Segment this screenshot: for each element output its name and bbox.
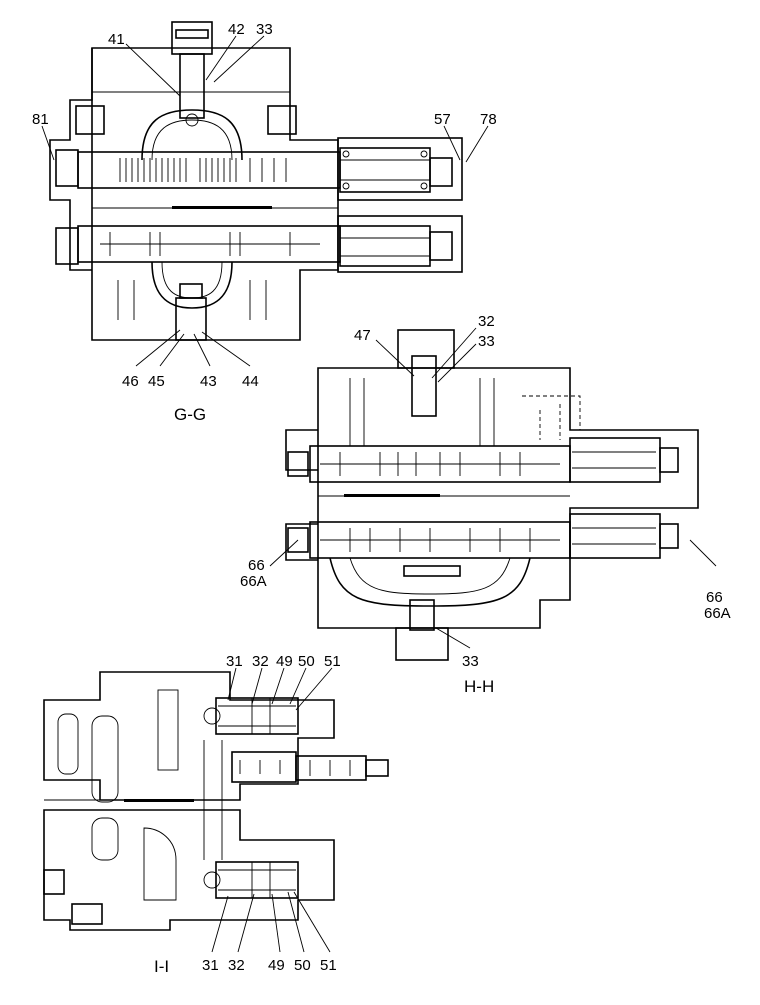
ii-callout-bottom-50: 50 <box>294 957 311 974</box>
hh-callout-66A-left: 66A <box>240 573 267 590</box>
gg-callout-44: 44 <box>242 373 259 390</box>
ii-callout-bottom-49: 49 <box>268 957 285 974</box>
section-title-hh: H-H <box>464 677 494 696</box>
hh-callout-66-left: 66 <box>248 557 265 574</box>
hh-callout-33-bottom: 33 <box>462 653 479 670</box>
section-title-ii: I-I <box>154 957 169 976</box>
hh-callout-66-right: 66 <box>706 589 723 606</box>
hh-leader-lines <box>269 327 717 649</box>
section-g-g <box>49 21 463 341</box>
section-i-i <box>43 671 389 931</box>
gg-callout-46: 46 <box>122 373 139 390</box>
hh-callout-47: 47 <box>354 327 371 344</box>
gg-callout-78: 78 <box>480 111 497 128</box>
ii-callout-bottom-32: 32 <box>228 957 245 974</box>
hh-callout-32: 32 <box>478 313 495 330</box>
gg-callout-81: 81 <box>32 111 49 128</box>
gg-callout-45: 45 <box>148 373 165 390</box>
gg-callout-43: 43 <box>200 373 217 390</box>
gg-callout-41: 41 <box>108 31 125 48</box>
ii-callout-bottom-51: 51 <box>320 957 337 974</box>
ii-callout-top-31: 31 <box>226 653 243 670</box>
gg-callout-42: 42 <box>228 21 245 38</box>
ii-callout-top-51: 51 <box>324 653 341 670</box>
gg-callout-57: 57 <box>434 111 451 128</box>
hh-callout-66A-right: 66A <box>704 605 731 622</box>
ii-leader-lines <box>211 667 333 953</box>
section-title-gg: G-G <box>174 405 206 424</box>
ii-callout-top-50: 50 <box>298 653 315 670</box>
ii-callout-top-32: 32 <box>252 653 269 670</box>
section-h-h <box>285 329 699 661</box>
gg-callout-33: 33 <box>256 21 273 38</box>
ii-callout-top-49: 49 <box>276 653 293 670</box>
hh-callout-33-top: 33 <box>478 333 495 350</box>
gg-leader-lines <box>41 35 489 367</box>
ii-callout-bottom-31: 31 <box>202 957 219 974</box>
